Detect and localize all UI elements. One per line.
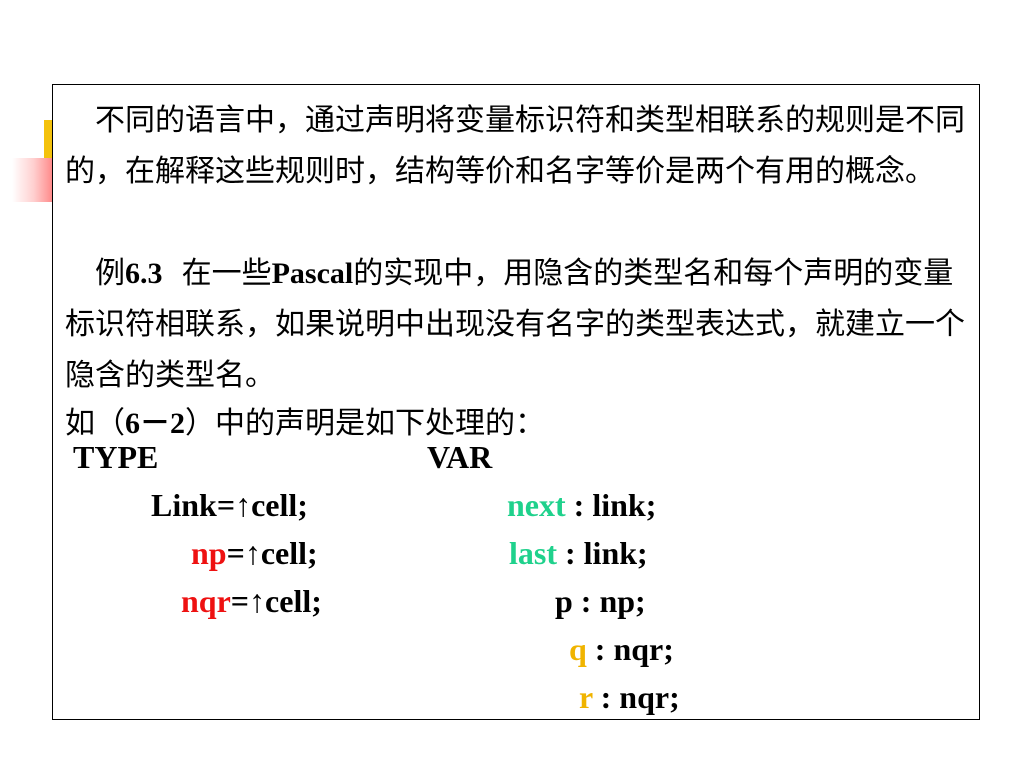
var-name-last: last [509,535,557,571]
var-rest-next: : link; [565,487,657,523]
content-text-box: 不同的语言中，通过声明将变量标识符和类型相联系的规则是不同的，在解释这些规则时，… [52,84,980,720]
var-decl-last: last : link; [509,533,648,573]
reference-rest: ）中的声明是如下处理的： [185,406,545,441]
var-name-p: p [555,583,573,619]
var-rest-p: : np; [572,583,646,619]
var-decl-p: p : np; [555,581,646,621]
type-name-nqr: nqr [181,583,231,619]
var-rest-last: : link; [557,535,648,571]
example-mid: 在一些 [181,256,272,291]
type-name-np: np [191,535,227,571]
type-decl-np: np=↑cell; [191,533,318,573]
example-number: 6.3 [125,257,163,290]
paragraph-intro-text: 不同的语言中，通过声明将变量标识符和类型相联系的规则是不同的，在解释这些规则时，… [65,103,965,189]
var-decl-next: next : link; [507,485,656,525]
var-name-q: q [569,631,587,667]
var-name-next: next [507,487,566,523]
type-decl-nqr: nqr=↑cell; [181,581,322,621]
var-decl-q: q : nqr; [569,629,674,669]
var-rest-q: : nqr; [586,631,674,667]
reference-number: 6－2 [125,407,185,440]
type-decl-link: Link=↑cell; [151,485,308,525]
example-prefix: 例 [95,256,125,291]
paragraph-example: 例6.3 在一些Pascal的实现中，用隐含的类型名和每个声明的变量标识符相联系… [65,248,965,401]
example-term: Pascal [271,257,354,290]
type-rest-nqr: =↑cell; [230,583,322,619]
var-keyword: VAR [427,439,493,475]
type-name-link: Link [151,487,217,523]
type-rest-np: =↑cell; [226,535,318,571]
var-decl-r: r : nqr; [579,677,680,717]
paragraph-intro: 不同的语言中，通过声明将变量标识符和类型相联系的规则是不同的，在解释这些规则时，… [65,95,965,197]
var-name-r: r [579,679,593,715]
type-keyword: TYPE [73,439,159,475]
type-rest-link: =↑cell; [216,487,308,523]
var-rest-r: : nqr; [592,679,680,715]
example-rest: 的实现中，用隐含的类型名和每个声明的变量标识符相联系，如果说明中出现没有名字的类… [65,256,965,393]
paragraph-reference: 如（6－2）中的声明是如下处理的： [65,398,965,449]
reference-prefix: 如（ [65,406,125,441]
